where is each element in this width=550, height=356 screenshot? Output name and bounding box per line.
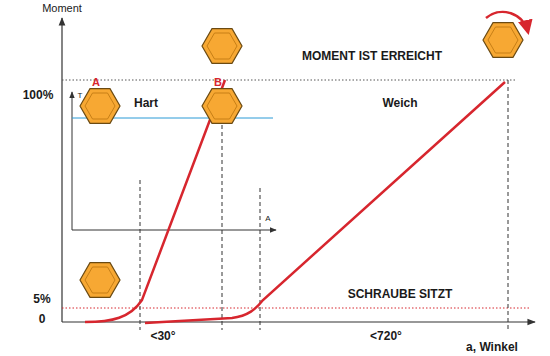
angle-marker: [508, 80, 509, 330]
status-label: MOMENT IST ERREICHT: [302, 50, 442, 63]
point-label: B: [214, 76, 222, 88]
nut-icon: [202, 29, 242, 64]
nut-icon: [202, 89, 242, 124]
nut-icon: [80, 89, 120, 124]
rotation-arrow: [486, 12, 528, 32]
tick-label: 0: [39, 313, 46, 326]
inset-axis: [72, 230, 276, 231]
point-label: A: [92, 76, 100, 88]
seated-line: [62, 308, 530, 309]
max-torque-line: [62, 80, 515, 81]
x-axis: [62, 321, 535, 322]
nut-icon: [80, 263, 120, 298]
curve-label: Weich: [382, 97, 417, 110]
soft-curve: [145, 82, 505, 323]
angle-marker: [260, 188, 261, 330]
angle-label: <30°: [150, 330, 175, 343]
inset-axis-label: T: [78, 92, 83, 101]
angle-marker: [140, 180, 141, 330]
y-axis: [61, 18, 62, 322]
inset-axis: [72, 92, 73, 230]
curve-label: Hart: [134, 97, 158, 110]
inset-axis-label: A: [265, 215, 270, 224]
status-label: SCHRAUBE SITZT: [348, 288, 453, 301]
axis-title: a, Winkel: [466, 341, 518, 354]
tick-label: 100%: [23, 89, 54, 102]
nut-icon: [483, 23, 523, 58]
angle-label: <720°: [370, 330, 402, 343]
tick-label: 5%: [33, 293, 50, 306]
angle-marker: [222, 118, 223, 330]
axis-title: Moment: [42, 2, 82, 14]
